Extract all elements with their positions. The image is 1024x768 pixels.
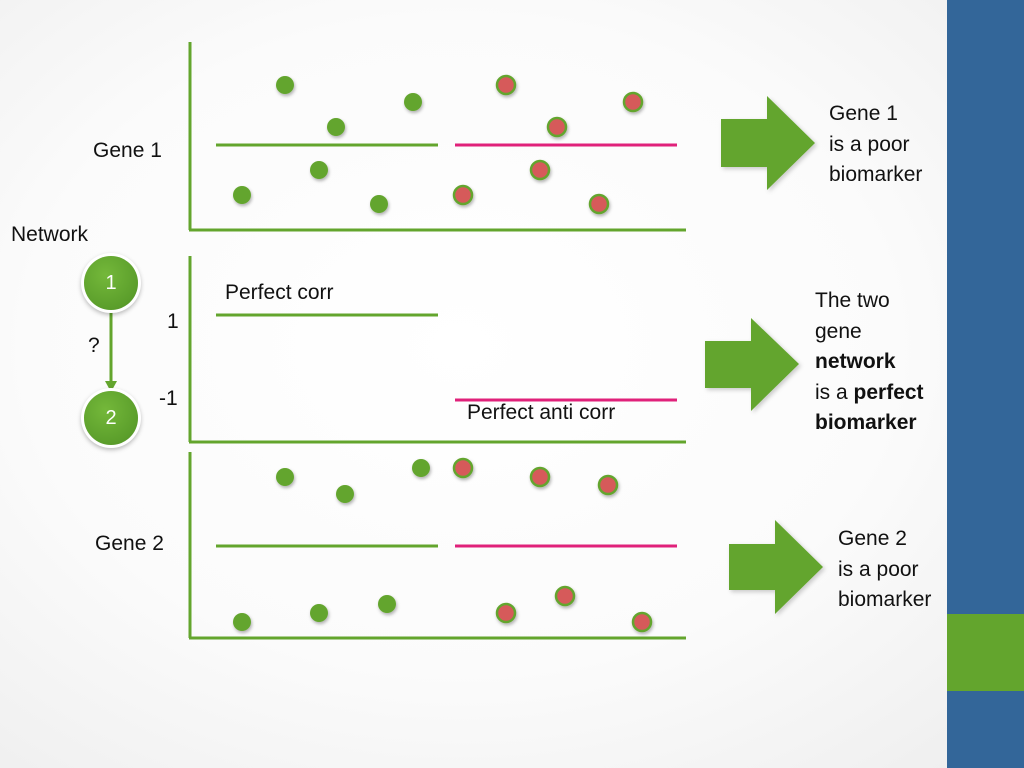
pink-data-point (622, 91, 644, 113)
green-data-point (233, 613, 251, 631)
perfect-anticorr-label: Perfect anti corr (467, 401, 616, 424)
tick-label-bottom: -1 (159, 387, 178, 410)
pink-data-point (495, 602, 517, 624)
green-data-point (276, 76, 294, 94)
arrow-right-icon (729, 520, 823, 614)
perfect-corr-label: Perfect corr (225, 281, 334, 304)
gene2-result-text: Gene 2 is a poor biomarker (838, 527, 932, 611)
network-result-text: The two gene network is a perfect biomar… (815, 289, 924, 434)
pink-data-point (597, 474, 619, 496)
green-data-point (404, 93, 422, 111)
pink-data-point (529, 466, 551, 488)
pink-data-point (452, 457, 474, 479)
green-data-point (378, 595, 396, 613)
network-node-1: 1 (84, 256, 138, 310)
green-data-point (412, 459, 430, 477)
network-edge-arrow (105, 310, 117, 392)
pink-data-point (588, 193, 610, 215)
arrow-right-icon (705, 318, 799, 411)
pink-data-point (554, 585, 576, 607)
panel3-axes (188, 452, 686, 640)
network-title: Network (11, 223, 89, 246)
network-node-2: 2 (84, 391, 138, 445)
green-data-point (310, 604, 328, 622)
pink-data-point (529, 159, 551, 181)
pink-data-point (452, 184, 474, 206)
green-data-point (370, 195, 388, 213)
side-accent-block (947, 614, 1024, 691)
panel1-axes (188, 42, 686, 232)
green-data-point (327, 118, 345, 136)
panel2-axes (188, 256, 686, 444)
gene1-label: Gene 1 (93, 139, 162, 162)
panel1-dots (233, 74, 644, 215)
panel3-dots (233, 457, 653, 633)
gene1-result-text: Gene 1 is a poor biomarker (829, 102, 923, 186)
edge-question-mark: ? (88, 334, 100, 357)
green-data-point (336, 485, 354, 503)
tick-label-top: 1 (167, 310, 179, 333)
arrow-right-icon (721, 96, 815, 190)
pink-data-point (546, 116, 568, 138)
green-data-point (310, 161, 328, 179)
green-data-point (276, 468, 294, 486)
pink-data-point (631, 611, 653, 633)
green-data-point (233, 186, 251, 204)
gene2-label: Gene 2 (95, 532, 164, 555)
pink-data-point (495, 74, 517, 96)
